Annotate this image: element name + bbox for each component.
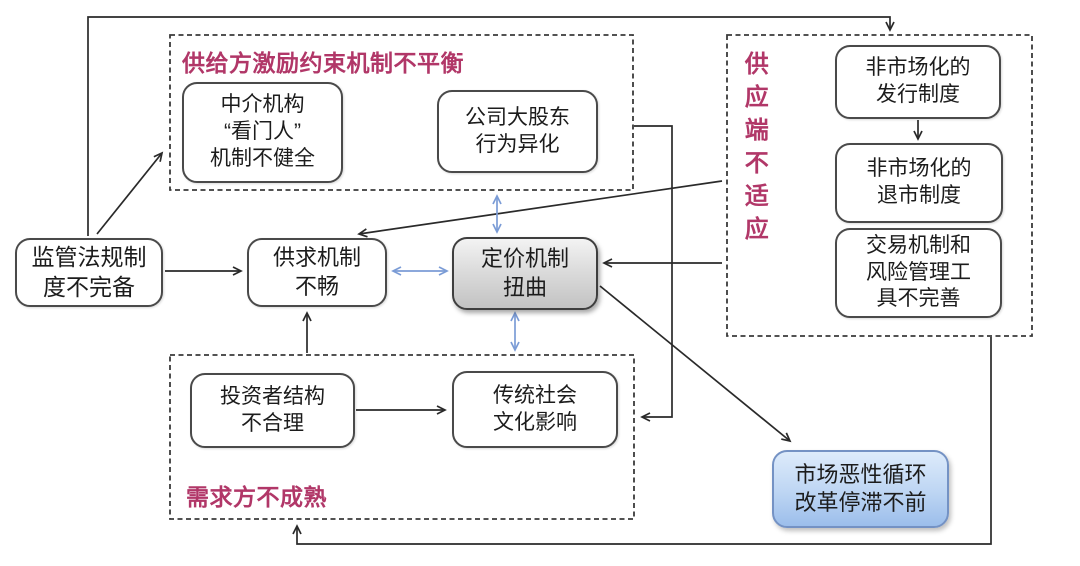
node-issuance: 非市场化的 发行制度 xyxy=(835,45,1001,119)
group-frame-supply-incentive xyxy=(169,34,634,191)
arrow-supply-incentive-group-to-culture xyxy=(634,125,673,422)
group-frame-supply-side xyxy=(726,34,1033,337)
group-title-supply-incentive: 供给方激励约束机制不平衡 xyxy=(182,50,464,76)
node-culture: 传统社会 文化影响 xyxy=(452,371,618,448)
node-major-shareholder: 公司大股东 行为异化 xyxy=(437,90,598,173)
arrow-regulation-to-intermediary xyxy=(96,151,164,235)
node-trading: 交易机制和 风险管理工 具不完善 xyxy=(835,228,1002,318)
group-frame-demand-side xyxy=(169,354,635,520)
node-investor: 投资者结构 不合理 xyxy=(190,373,355,448)
arrow-pricing-to-vicious-cycle xyxy=(599,285,792,443)
group-title-supply-side: 供 应 端 不 适 应 xyxy=(744,51,770,243)
node-pricing: 定价机制 扭曲 xyxy=(452,237,598,310)
arrow-supply-side-group-to-supply-demand xyxy=(357,180,723,238)
arrow-supply-side-group-to-demand-side-group xyxy=(292,337,992,545)
node-intermediary: 中介机构 “看门人” 机制不健全 xyxy=(182,82,343,183)
arrow-regulation-to-supply-side-group xyxy=(87,16,895,236)
group-title-demand-side: 需求方不成熟 xyxy=(186,484,327,510)
node-regulation: 监管法规制 度不完备 xyxy=(15,238,163,307)
node-supply-demand: 供求机制 不畅 xyxy=(247,238,387,307)
node-delisting: 非市场化的 退市制度 xyxy=(835,143,1003,223)
node-vicious-cycle: 市场恶性循环 改革停滞不前 xyxy=(772,450,949,528)
